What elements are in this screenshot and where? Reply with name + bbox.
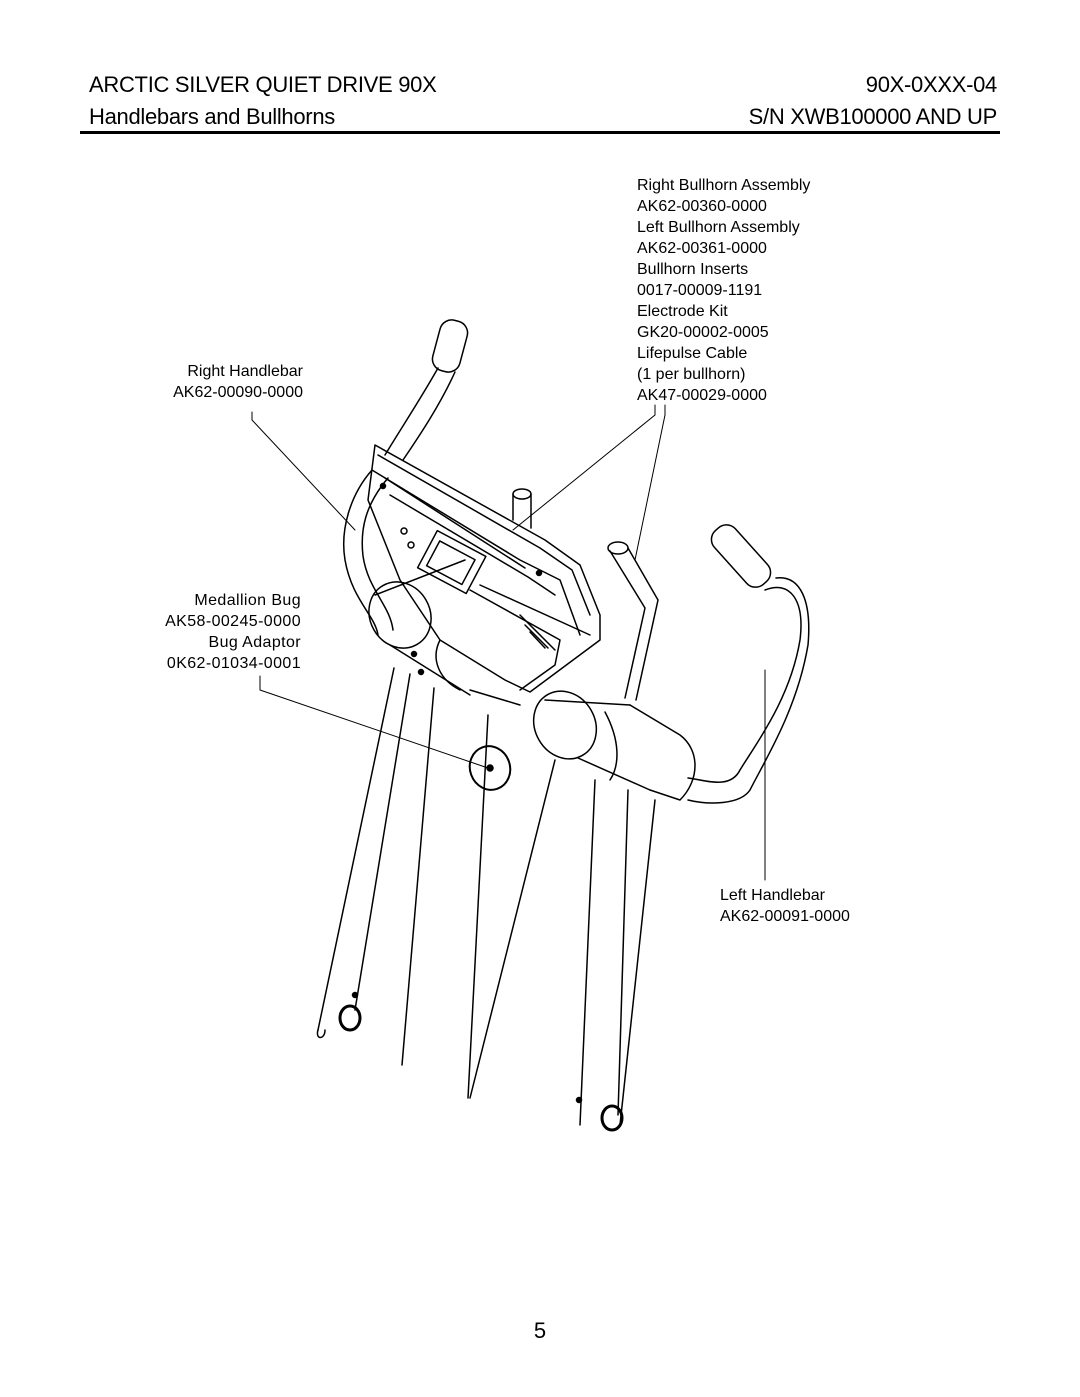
leader-medallion — [259, 675, 489, 769]
callout-right-handlebar: Right Handlebar AK62-00090-0000 — [173, 361, 303, 403]
left-handlebar-drawing — [687, 524, 810, 804]
bullhorn-line: AK47-00029-0000 — [637, 387, 767, 404]
bullhorn-line: 0017-00009-1191 — [637, 282, 763, 299]
leader-lines — [251, 404, 766, 881]
left-handlebar-part: AK62-00091-0000 — [720, 908, 850, 925]
bullhorn-line: Bullhorn Inserts — [637, 261, 749, 278]
medallion-name: Medallion Bug — [194, 592, 301, 609]
console-drawing — [367, 444, 601, 693]
bug-adaptor-part: 0K62-01034-0001 — [166, 655, 301, 672]
document-number: 90X-0XXX-04 — [865, 72, 998, 97]
header-rule — [80, 131, 1000, 134]
leader-right-handlebar — [251, 411, 356, 531]
serial-range: S/N XWB100000 AND UP — [748, 104, 998, 129]
bullhorn-line: Right Bullhorn Assembly — [637, 177, 811, 194]
bullhorn-line: Electrode Kit — [637, 303, 728, 320]
medallion-bug-drawing — [468, 745, 512, 791]
right-handlebar-name: Right Handlebar — [187, 363, 303, 380]
pivot-housing-drawing — [368, 559, 696, 801]
upright-arms-drawing — [316, 667, 656, 1132]
leader-bullhorn-left — [634, 404, 666, 561]
callout-bullhorn-list: Right Bullhorn Assembly AK62-00360-0000 … — [637, 175, 810, 406]
bug-adaptor-name: Bug Adaptor — [208, 634, 301, 651]
bullhorn-line: AK62-00361-0000 — [637, 240, 767, 257]
right-handlebar-part: AK62-00090-0000 — [173, 384, 303, 401]
bullhorn-line: Lifepulse Cable — [637, 345, 748, 362]
medallion-part: AK58-00245-0000 — [165, 613, 301, 630]
document-title: ARCTIC SILVER QUIET DRIVE 90X — [89, 72, 437, 97]
callout-left-handlebar: Left Handlebar AK62-00091-0000 — [720, 885, 850, 927]
bullhorn-line: AK62-00360-0000 — [637, 198, 767, 215]
bullhorn-line: Left Bullhorn Assembly — [637, 219, 800, 236]
leader-bullhorn-right — [512, 404, 656, 531]
bullhorn-line: (1 per bullhorn) — [637, 366, 746, 383]
bullhorn-line: GK20-00002-0005 — [637, 324, 769, 341]
section-title: Handlebars and Bullhorns — [89, 104, 335, 129]
bullhorn-drawing — [512, 488, 659, 701]
left-handlebar-name: Left Handlebar — [720, 887, 825, 904]
page-number: 5 — [533, 1318, 547, 1343]
callout-medallion-bug: Medallion Bug AK58-00245-0000 Bug Adapto… — [165, 590, 301, 674]
right-handlebar-drawing — [342, 319, 469, 636]
